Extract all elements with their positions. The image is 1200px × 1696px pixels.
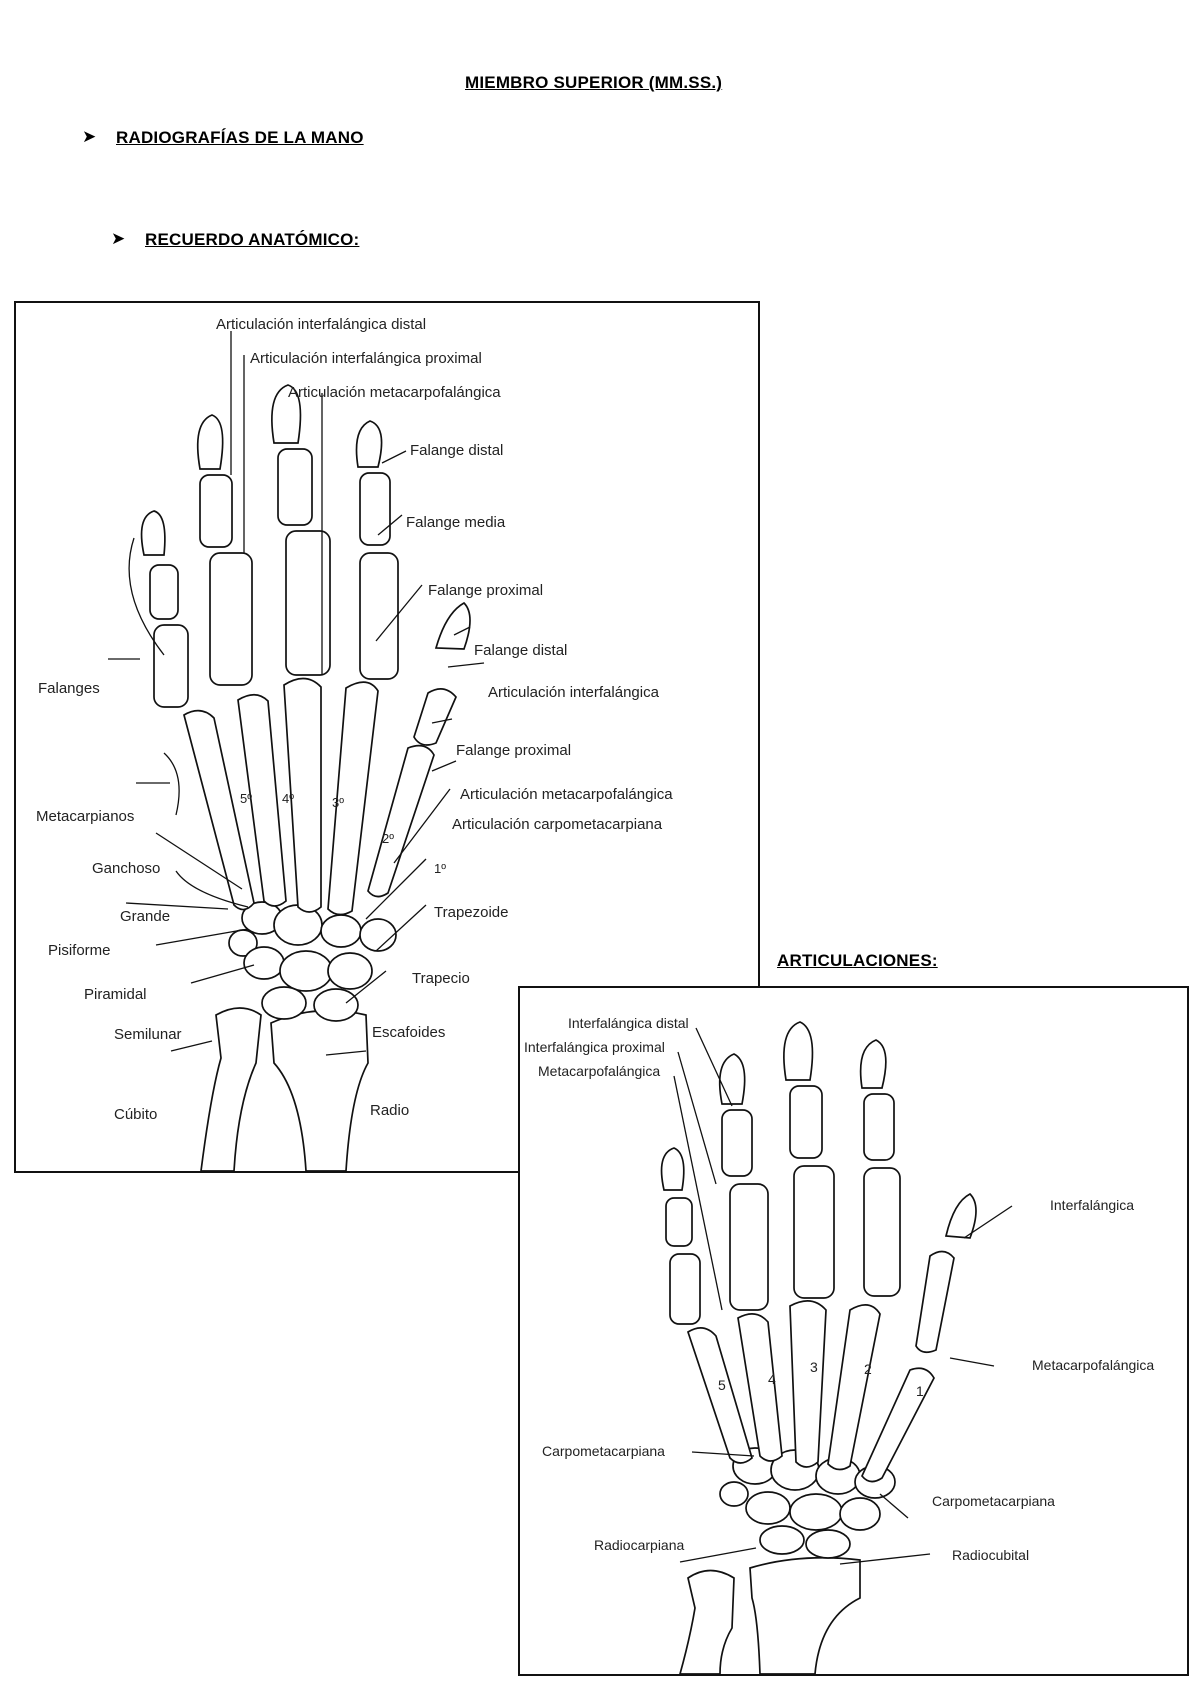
label-falange-media: Falange media xyxy=(406,514,506,531)
label-piramidal: Piramidal xyxy=(84,986,147,1003)
label-falange-proximal: Falange proximal xyxy=(428,582,543,599)
label-interfal-thumb: Interfalángica xyxy=(1050,1197,1134,1213)
label-n2: 2 xyxy=(864,1361,872,1377)
ulna-bone xyxy=(200,1007,262,1172)
label-n5: 5 xyxy=(718,1377,726,1393)
label-radiocarpiana: Radiocarpiana xyxy=(594,1537,684,1553)
leader-lines xyxy=(673,1027,1013,1565)
section-heading: RADIOGRAFÍAS DE LA MANO xyxy=(116,128,364,147)
label-n3: 3 xyxy=(810,1359,818,1375)
label-falange-proximal-thumb: Falange proximal xyxy=(456,742,571,759)
subsection-heading: RECUERDO ANATÓMICO: xyxy=(145,230,360,249)
label-radio: Radio xyxy=(370,1102,409,1119)
arrowhead-bullet-icon: ➤ xyxy=(82,127,97,147)
label-trapezoide: Trapezoide xyxy=(434,904,509,921)
label-carpometacarp-right: Carpometacarpiana xyxy=(932,1493,1055,1509)
hand-joints-diagram: Interfalángica distal Interfalángica pro… xyxy=(524,1015,1154,1675)
label-pisiforme: Pisiforme xyxy=(48,942,111,959)
label-mc5: 5º xyxy=(240,791,252,806)
label-n1: 1 xyxy=(916,1383,924,1399)
label-metacarpofal: Metacarpofalángica xyxy=(538,1063,660,1079)
label-mc1: 1º xyxy=(434,861,446,876)
metacarpal-bones xyxy=(686,1300,935,1483)
label-art-metacarpofal: Articulación metacarpofalángica xyxy=(288,384,501,401)
label-art-interfal-thumb: Articulación interfalángica xyxy=(488,684,660,701)
hand-bones-diagram: Articulación interfalángica distal Artic… xyxy=(36,316,673,1172)
hand-joints-figure: Interfalángica distal Interfalángica pro… xyxy=(518,986,1189,1676)
label-carpometacarp-left: Carpometacarpiana xyxy=(542,1443,665,1459)
label-art-interfal-proximal: Articulación interfalángica proximal xyxy=(250,350,482,367)
label-falange-distal-thumb: Falange distal xyxy=(474,642,567,659)
label-ganchoso: Ganchoso xyxy=(92,860,160,877)
radius-bone xyxy=(270,1009,369,1172)
label-art-metacarpofal-thumb: Articulación metacarpofalángica xyxy=(460,786,673,803)
articulaciones-heading: ARTICULACIONES: xyxy=(777,951,938,970)
label-interfal-proximal: Interfalángica proximal xyxy=(524,1039,665,1055)
label-cubito: Cúbito xyxy=(114,1106,157,1123)
label-falange-distal: Falange distal xyxy=(410,442,503,459)
label-mc2: 2º xyxy=(382,831,394,846)
label-escafoides: Escafoides xyxy=(372,1024,445,1041)
label-metacarpianos: Metacarpianos xyxy=(36,808,134,825)
label-semilunar: Semilunar xyxy=(114,1026,182,1043)
leader-lines xyxy=(108,331,485,1056)
label-trapecio: Trapecio xyxy=(412,970,470,987)
phalanges xyxy=(140,384,471,746)
page-title: MIEMBRO SUPERIOR (MM.SS.) xyxy=(465,73,723,92)
label-art-carpometacarp: Articulación carpometacarpiana xyxy=(452,816,663,833)
label-metacarpofal-thumb: Metacarpofalángica xyxy=(1032,1357,1154,1373)
metacarpal-bones xyxy=(183,677,435,916)
label-mc4: 4º xyxy=(282,791,294,806)
label-falanges: Falanges xyxy=(38,680,100,697)
radius-bone xyxy=(749,1556,861,1675)
label-radiocubital: Radiocubital xyxy=(952,1547,1029,1563)
label-n4: 4 xyxy=(768,1371,776,1387)
label-mc3: 3º xyxy=(332,795,344,810)
label-art-interfal-distal: Articulación interfalángica distal xyxy=(216,316,426,333)
hand-bones-figure: Articulación interfalángica distal Artic… xyxy=(14,301,760,1173)
label-interfal-distal: Interfalángica distal xyxy=(568,1015,689,1031)
label-grande: Grande xyxy=(120,908,170,925)
arrowhead-bullet-icon: ➤ xyxy=(111,229,126,249)
ulna-bone xyxy=(678,1569,735,1675)
carpal-bones xyxy=(228,901,397,1022)
phalanges xyxy=(660,1021,977,1354)
